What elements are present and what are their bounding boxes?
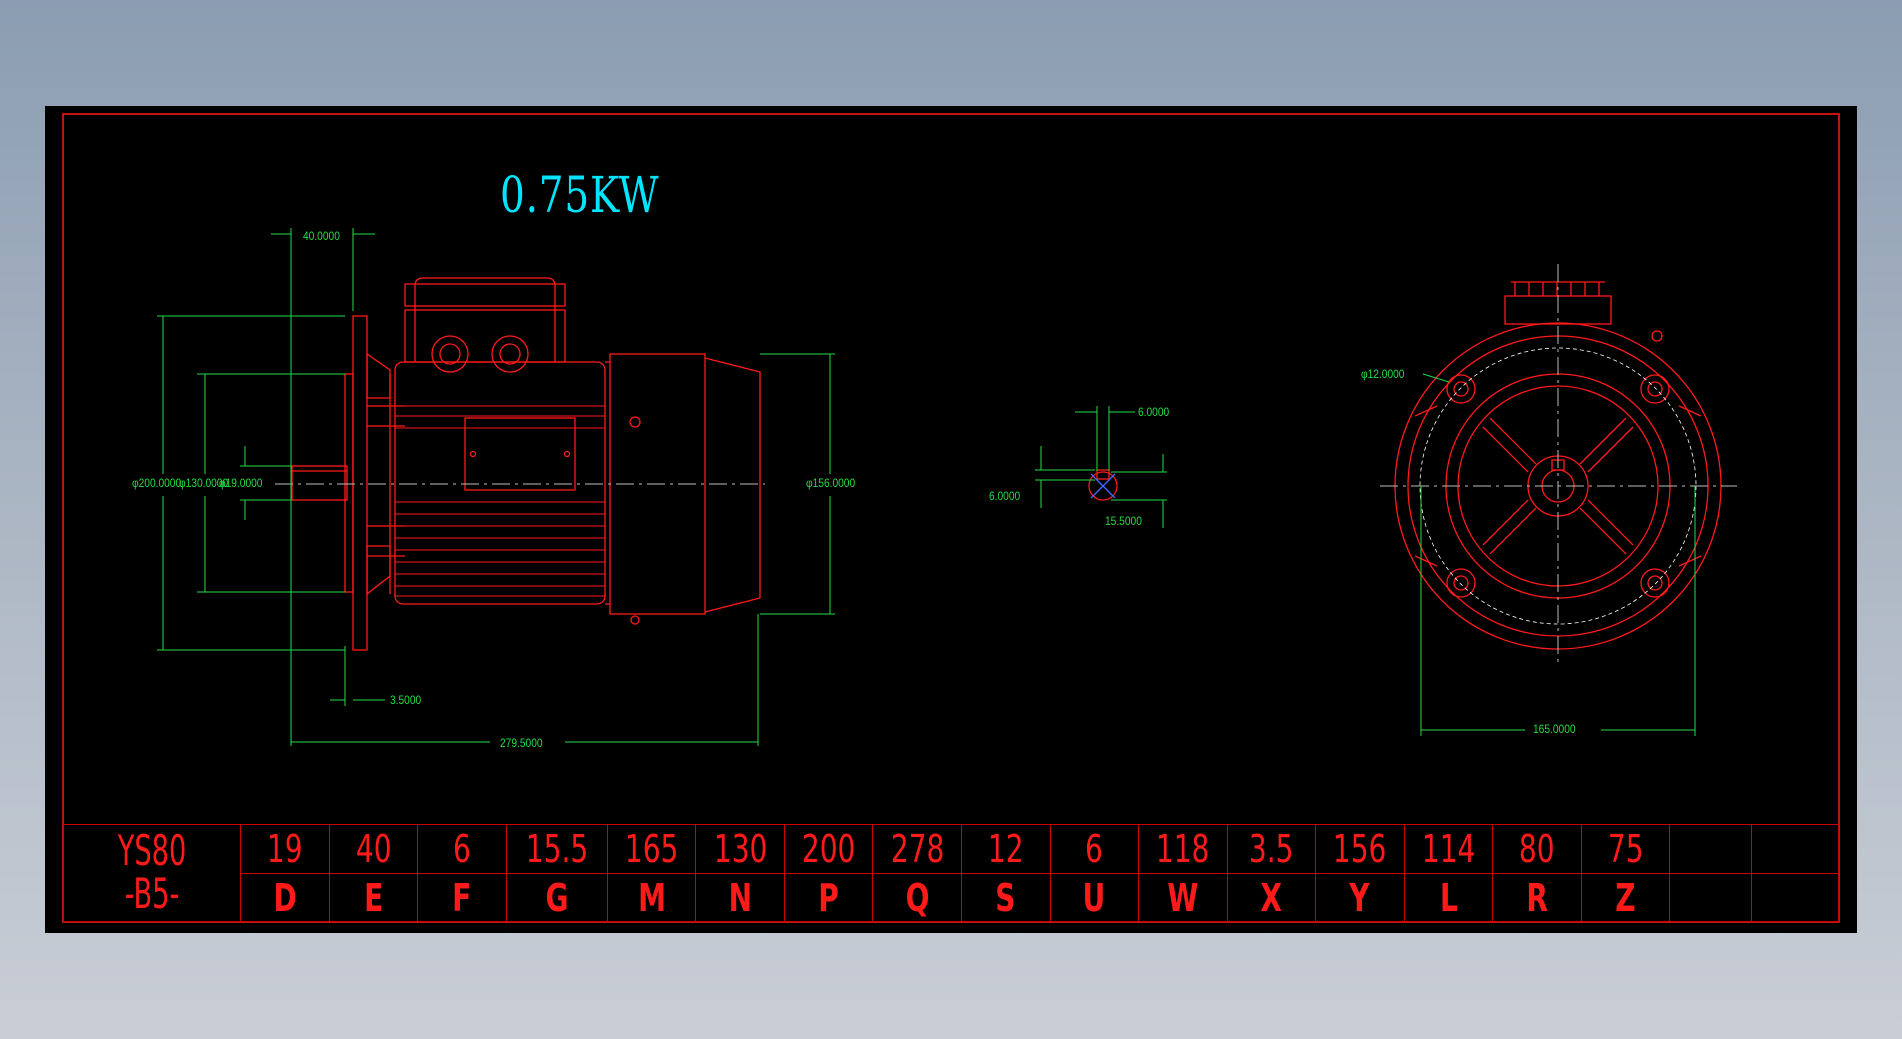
spec-letter-Y: Y bbox=[1315, 873, 1405, 922]
spec-value-W: 118 bbox=[1138, 824, 1228, 874]
side-dimensions bbox=[157, 228, 835, 746]
spec-value-F: 6 bbox=[417, 824, 507, 874]
dim-hole-dia: φ12.0000 bbox=[1361, 367, 1405, 381]
front-dimensions bbox=[1420, 373, 1696, 736]
dim-phi-156: φ156.0000 bbox=[806, 476, 856, 490]
spec-value-M: 165 bbox=[606, 824, 697, 874]
spec-value-X: 3.5 bbox=[1226, 824, 1317, 874]
model-name: YS80 bbox=[117, 826, 187, 876]
spec-value-S: 12 bbox=[960, 824, 1051, 874]
side-view bbox=[291, 277, 761, 651]
dim-total-length: 279.5000 bbox=[500, 736, 543, 750]
key-section bbox=[1088, 469, 1118, 501]
spec-letter-L: L bbox=[1403, 873, 1494, 922]
dim-key-height: 15.5000 bbox=[1105, 514, 1142, 528]
spec-value-L: 114 bbox=[1403, 824, 1494, 874]
dim-key-depth: 6.0000 bbox=[989, 489, 1021, 503]
spec-letter-S: S bbox=[960, 873, 1051, 922]
spec-value-Q: 278 bbox=[872, 824, 962, 874]
dim-spigot: 3.5000 bbox=[390, 693, 422, 707]
motor-drawing-canvas bbox=[62, 113, 1840, 923]
spec-table: YS80 -B5- 19 40 6 15.5 165 130 200 278 1… bbox=[62, 824, 1839, 922]
key-dimensions bbox=[1035, 406, 1167, 528]
spec-letter-X: X bbox=[1226, 873, 1317, 922]
model-mount: -B5- bbox=[124, 869, 180, 918]
spec-value-U: 6 bbox=[1049, 824, 1140, 874]
drawing-sheet: 0.75KW 40.0000 φ200.0000 φ130.0000 φ19.0… bbox=[45, 106, 1857, 933]
spec-value-P: 200 bbox=[783, 824, 874, 874]
spec-letter-E: E bbox=[328, 873, 419, 922]
spec-value-D: 19 bbox=[240, 824, 330, 874]
spec-value-E: 40 bbox=[328, 824, 419, 874]
spec-letter-R: R bbox=[1492, 873, 1582, 922]
spec-letter-empty-2 bbox=[1751, 873, 1839, 922]
spec-value-G: 15.5 bbox=[505, 824, 608, 874]
spec-value-Y: 156 bbox=[1315, 824, 1405, 874]
spec-value-R: 80 bbox=[1492, 824, 1582, 874]
dim-key-width: 6.0000 bbox=[1138, 405, 1170, 419]
spec-letter-N: N bbox=[695, 873, 785, 922]
spec-letter-G: G bbox=[505, 873, 608, 922]
spec-letter-W: W bbox=[1138, 873, 1228, 922]
dim-phi-200: φ200.0000 bbox=[132, 476, 182, 490]
dim-foot-span: 165.0000 bbox=[1533, 722, 1576, 736]
spec-value-Z: 75 bbox=[1580, 824, 1671, 874]
spec-letter-F: F bbox=[417, 873, 507, 922]
dim-phi-19: φ19.0000 bbox=[219, 476, 263, 490]
spec-letter-U: U bbox=[1049, 873, 1140, 922]
dim-phi-130: φ130.0000 bbox=[179, 476, 229, 490]
spec-letter-D: D bbox=[240, 873, 330, 922]
spec-letter-M: M bbox=[606, 873, 697, 922]
spec-letter-P: P bbox=[783, 873, 874, 922]
dim-flange-offset: 40.0000 bbox=[303, 229, 340, 243]
spec-value-empty-1 bbox=[1669, 824, 1753, 874]
drawing-frame bbox=[62, 113, 1840, 923]
spec-value-N: 130 bbox=[695, 824, 785, 874]
spec-value-empty-2 bbox=[1751, 824, 1839, 874]
power-title: 0.75KW bbox=[500, 166, 660, 224]
spec-letter-Z: Z bbox=[1580, 873, 1671, 922]
spec-letter-Q: Q bbox=[872, 873, 962, 922]
spec-letter-empty-1 bbox=[1669, 873, 1753, 922]
model-cell: YS80 -B5- bbox=[62, 824, 242, 922]
